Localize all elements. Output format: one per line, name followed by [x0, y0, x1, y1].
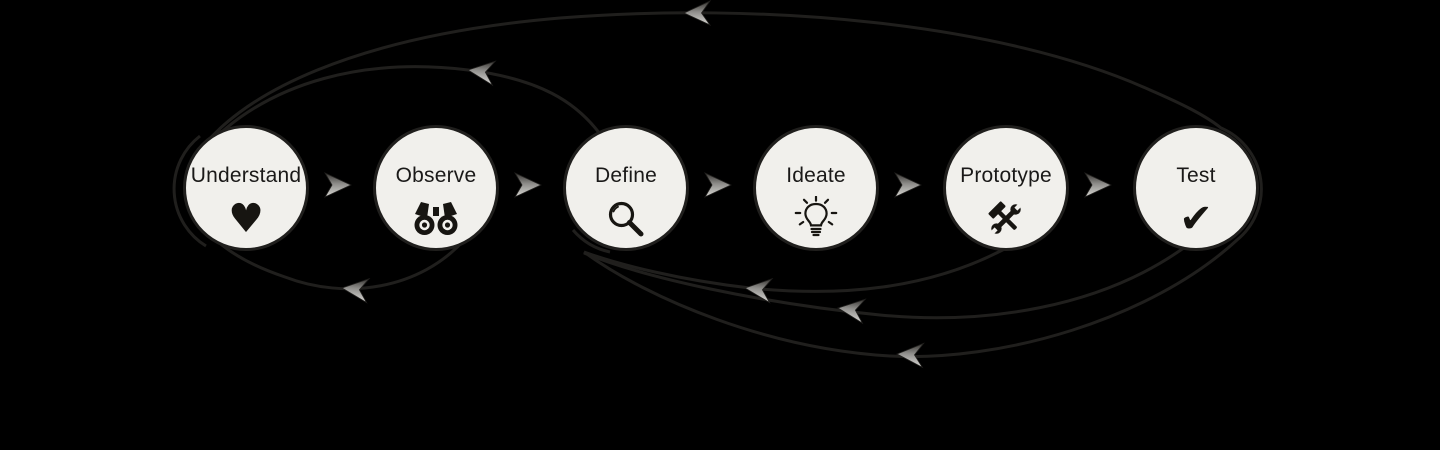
arrowhead-test-to-define-outer	[896, 342, 925, 369]
lightbulb-icon	[794, 196, 838, 237]
arrowhead-observe-to-understand	[341, 277, 371, 304]
checkmark-icon: ✔	[1179, 196, 1213, 242]
stage-node-prototype: Prototype	[943, 125, 1069, 251]
forward-chevron-icon	[704, 172, 732, 198]
feedback-arrow-define-to-understand	[201, 65, 602, 152]
forward-chevron-icon	[324, 172, 352, 198]
forward-chevron-icon	[514, 172, 542, 198]
forward-chevron-icon	[894, 172, 922, 198]
forward-chevron-icon	[1084, 172, 1112, 198]
feedback-arrow-test-to-define	[583, 245, 1186, 320]
stage-node-ideate: Ideate	[753, 125, 879, 251]
feedback-arrow-test-to-understand-and-define	[190, 11, 1263, 359]
understand-rim-hug-arc	[172, 134, 207, 248]
feedback-arrow-prototype-to-define	[583, 244, 1011, 293]
stage-label: Define	[595, 164, 657, 187]
stage-label: Understand	[190, 164, 302, 187]
stage-label: Ideate	[786, 164, 846, 187]
stage-label: Prototype	[960, 164, 1052, 187]
stage-node-observe: Observe	[373, 125, 499, 251]
stage-node-define: Define	[563, 125, 689, 251]
hammer-wrench-icon	[988, 201, 1022, 235]
arrowhead-prototype-to-define	[744, 277, 774, 304]
arrowhead-define-to-understand	[467, 60, 497, 87]
binoculars-icon	[414, 202, 458, 235]
heart-icon: ♥	[228, 196, 264, 242]
stage-label: Test	[1176, 164, 1216, 187]
stage-node-test: Test ✔	[1133, 125, 1259, 251]
stage-label: Observe	[395, 164, 477, 187]
arrowhead-test-to-understand	[683, 0, 712, 26]
define-rim-hug-arc	[571, 229, 611, 254]
arrowhead-test-to-define	[837, 298, 867, 325]
stage-node-understand: Understand ♥	[183, 125, 309, 251]
magnifying-glass-icon	[608, 201, 644, 237]
